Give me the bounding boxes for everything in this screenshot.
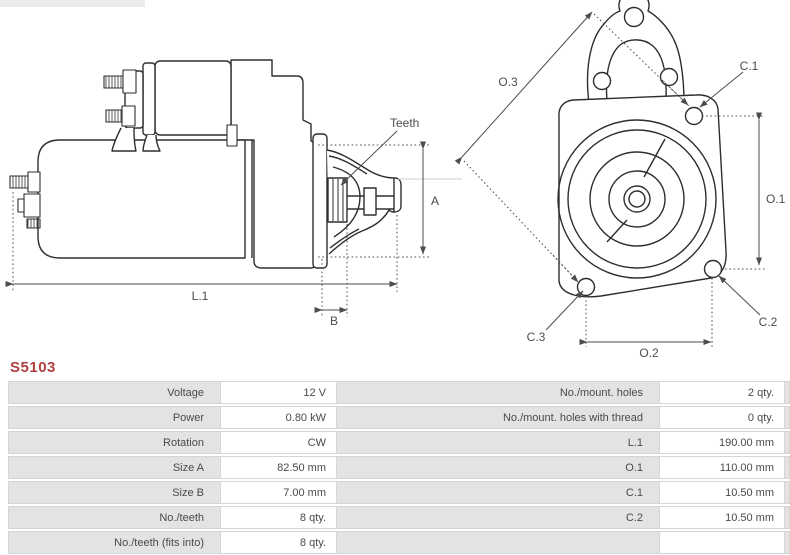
front-view-labels: O.3 C.1 O.1 C.2 C.3 O.2 [498,59,785,360]
mounting-plate [312,133,328,269]
front-view [557,0,727,298]
spec-value: 2 qty. [659,381,785,404]
spec-value: 8 qty. [220,531,337,554]
spec-value: 10.50 mm [659,506,785,529]
spec-label: No./mount. holes with thread [502,411,643,424]
spec-value: 12 V [220,381,337,404]
bracket-right-hole [659,67,679,87]
pinion-gear [327,177,348,223]
label-o3: O.3 [498,75,518,89]
label-teeth: Teeth [390,116,419,130]
side-view [9,59,402,269]
spec-label: O.1 [625,461,643,474]
shaft-collar [363,187,377,216]
table-row: No./teeth (fits into) 8 qty. [8,531,790,554]
technical-drawing: Teeth L.1 B A [5,0,786,360]
solenoid-leg-2 [142,134,161,152]
hole-c2 [703,259,723,279]
label-a: A [431,194,439,208]
label-c2: C.2 [759,315,778,329]
spec-value: 0 qty. [659,406,785,429]
radial-line-upper [643,138,666,178]
spec-label: Rotation [163,436,204,449]
spec-value: 110.00 mm [659,456,785,479]
spec-value: 7.00 mm [220,481,337,504]
c2-leader-arrow [718,275,761,316]
hole-c3 [576,277,596,297]
spec-label: No./teeth [159,511,204,524]
front-view-dimensions [454,11,766,347]
bracket-cutout [605,39,667,102]
terminal-stud-top [103,69,137,94]
table-row: Rotation CW L.1 190.00 mm [8,431,790,454]
spec-label: Size B [172,486,204,499]
spec-value: 82.50 mm [220,456,337,479]
bracket-top-hole [623,6,645,28]
c3-leader-arrow [545,290,584,331]
spec-label: Power [172,411,204,424]
o3-axis-upper [593,13,690,107]
teeth-leader-arrow [340,130,398,186]
spec-value: 0.80 kW [220,406,337,429]
spec-value: 8 qty. [220,506,337,529]
side-view-dimensions [5,130,462,317]
table-row: Power 0.80 kW No./mount. holes with thre… [8,406,790,429]
dim-line-o3 [454,11,593,165]
solenoid [103,60,232,152]
table-row: Size A 82.50 mm O.1 110.00 mm [8,456,790,479]
spec-value: 190.00 mm [659,431,785,454]
label-o1: O.1 [766,192,786,206]
spec-label: L.1 [627,436,643,449]
corner-watermark [0,0,145,7]
o3-axis-lower [463,160,580,284]
motor-body [37,139,246,259]
o3-arrow-c3 [552,254,579,283]
spec-value [659,531,785,554]
c1-leader-arrow [699,71,744,108]
spec-label: C.1 [625,486,643,499]
spec-label: No./mount. holes [559,386,643,399]
spec-table: Voltage 12 V No./mount. holes 2 qty. Pow… [8,381,790,555]
side-view-labels: Teeth L.1 B A [192,116,439,328]
radial-line-lower [606,219,628,243]
table-row: Voltage 12 V No./mount. holes 2 qty. [8,381,790,404]
bell-cavity [332,166,361,238]
front-face-circles [557,119,717,279]
spec-label: No./teeth (fits into) [114,536,204,549]
spec-value: CW [220,431,337,454]
label-c1: C.1 [740,59,759,73]
plunger-link [226,124,238,147]
label-o2: O.2 [639,346,659,360]
spec-label: Voltage [167,386,204,399]
table-row: Size B 7.00 mm C.1 10.50 mm [8,481,790,504]
spec-value: 10.50 mm [659,481,785,504]
solenoid-leg [111,127,137,152]
flange [558,94,727,298]
hole-c1 [684,106,704,126]
terminal-stud-bottom [105,105,136,127]
part-number: S5103 [10,359,56,376]
spec-label [339,532,651,553]
spec-label: C.2 [625,511,643,524]
label-b: B [330,314,338,328]
bracket-left-hole [592,71,612,91]
label-l1: L.1 [192,289,209,303]
o3-arrow-c1 [661,79,689,106]
spec-label: Size A [172,461,204,474]
table-row: No./teeth 8 qty. C.2 10.50 mm [8,506,790,529]
body-terminals [9,171,41,229]
label-c3: C.3 [527,330,546,344]
